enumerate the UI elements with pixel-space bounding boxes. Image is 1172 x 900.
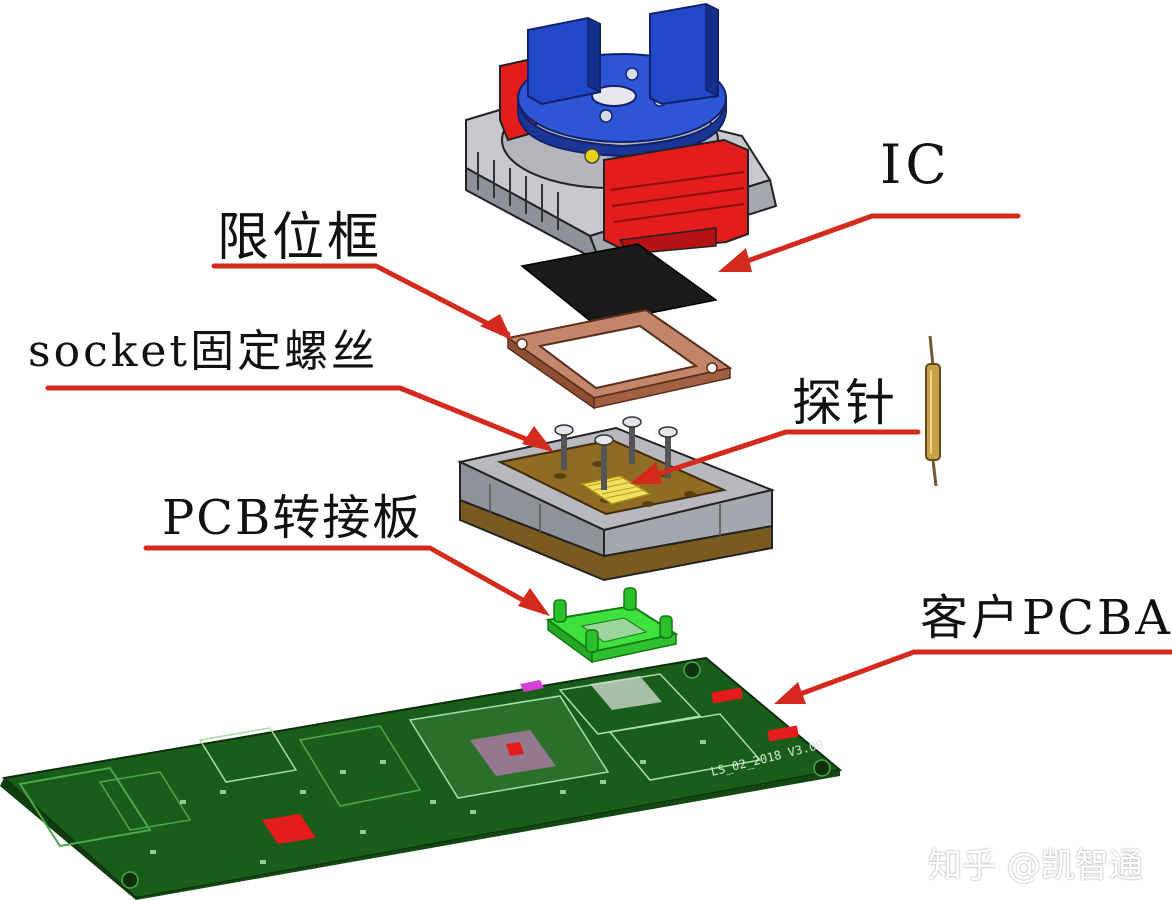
callout-customer-pcba — [781, 649, 1172, 703]
socket-lid-assembly — [465, 2, 778, 265]
label-pcb-adapter: PCB转接板 — [162, 490, 423, 546]
callout-arrows — [45, 213, 1172, 703]
callout-socket-screw — [45, 385, 551, 451]
label-ic: IC — [880, 133, 951, 196]
callout-ic — [725, 213, 1021, 271]
customer-pcba: LS_02_2018 V3.00 — [0, 656, 843, 900]
label-limit-frame: 限位框 — [217, 208, 383, 268]
callout-probe — [637, 429, 921, 483]
probe-pin — [925, 335, 941, 487]
label-probe: 探针 — [792, 374, 898, 432]
callout-arrowheads — [480, 248, 806, 704]
callout-limit-frame — [211, 263, 511, 337]
label-socket-screw: socket固定螺丝 — [28, 326, 379, 377]
callout-pcb-adapter — [143, 545, 547, 615]
socket-base — [456, 416, 776, 582]
pcb-adapter — [545, 587, 679, 664]
ic-chip — [520, 243, 718, 325]
label-customer-pcba: 客户PCBA — [920, 590, 1172, 646]
watermark: 知乎 @凯智通 — [928, 846, 1143, 886]
limit-frame — [505, 308, 733, 410]
